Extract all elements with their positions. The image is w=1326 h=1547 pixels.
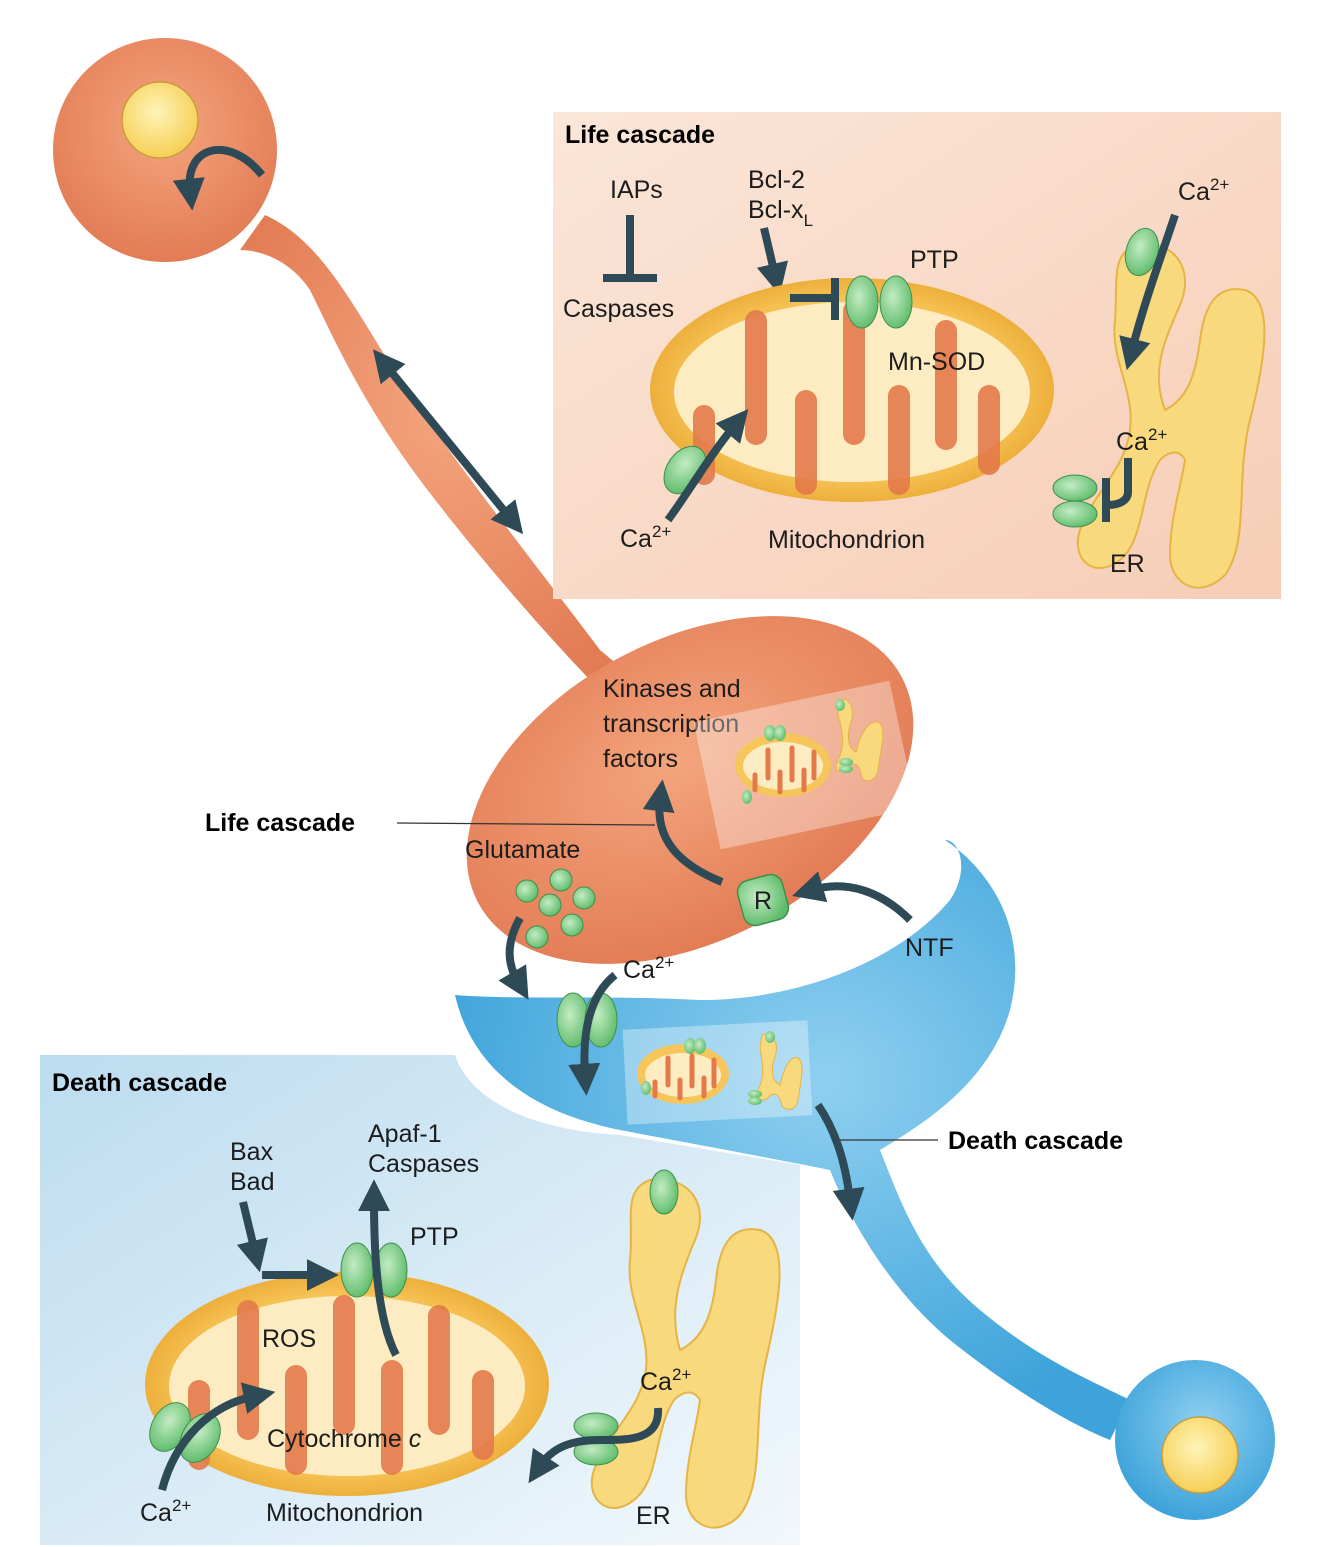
glutamate-vesicles bbox=[515, 868, 596, 949]
life-cascade-panel: Life cascade IAPs Caspases Bcl-2 Bcl-xL bbox=[553, 112, 1281, 599]
life-er-inhibit bbox=[1102, 458, 1132, 522]
life-nucleus bbox=[121, 81, 199, 159]
ntf-arrow bbox=[792, 871, 913, 923]
death-ptp-label: PTP bbox=[410, 1223, 459, 1251]
life-cascade-leader bbox=[396, 822, 656, 826]
life-mito-ca-label: Ca2+ bbox=[620, 522, 671, 553]
death-nucleus bbox=[1161, 1416, 1239, 1494]
cytochrome-label: Cytochrome c bbox=[267, 1425, 422, 1453]
life-ptp-label: PTP bbox=[910, 246, 959, 274]
receptor-label: R bbox=[754, 887, 772, 915]
bcl-arrow bbox=[756, 227, 789, 296]
death-mini-inset bbox=[622, 1020, 813, 1125]
kinases-line1: Kinases and bbox=[603, 675, 741, 703]
life-mito-ca-arrow bbox=[664, 409, 749, 523]
synapse-ca-arrow bbox=[568, 971, 618, 1096]
death-er-top-channel bbox=[649, 1169, 679, 1215]
cytochrome-release-arrow bbox=[358, 1179, 400, 1357]
bax-arrow bbox=[236, 1201, 268, 1273]
bcl-inhibit-ptp bbox=[790, 278, 839, 320]
ros-label: ROS bbox=[262, 1325, 316, 1353]
bad-label: Bad bbox=[230, 1168, 274, 1196]
ntf-label: NTF bbox=[905, 934, 954, 962]
glutamate-label: Glutamate bbox=[465, 836, 580, 864]
iaps-label: IAPs bbox=[610, 176, 663, 204]
life-er-ca-top-label: Ca2+ bbox=[1178, 175, 1229, 206]
bclxl-label: Bcl-xL bbox=[748, 196, 813, 230]
life-mini-inset bbox=[693, 680, 917, 850]
life-ptp-channel bbox=[845, 275, 913, 329]
death-er-label: ER bbox=[636, 1502, 671, 1530]
death-axon-arrow bbox=[814, 1102, 865, 1221]
mnsod-label: Mn-SOD bbox=[888, 348, 985, 376]
death-cascade-panel: Death cascade Bax Bad Apaf-1 Caspases bbox=[40, 1055, 800, 1545]
apaf1-label: Apaf-1 bbox=[368, 1120, 442, 1148]
death-panel-title: Death cascade bbox=[52, 1069, 227, 1097]
death-er-ca-label: Ca2+ bbox=[640, 1365, 691, 1396]
death-mito-ca-label: Ca2+ bbox=[140, 1496, 191, 1527]
iaps-inhibit-bar bbox=[603, 215, 657, 282]
axon-bidirectional-arrow bbox=[372, 349, 524, 535]
life-caspases-label: Caspases bbox=[563, 295, 674, 323]
life-cascade-callout: Life cascade bbox=[205, 809, 355, 837]
receptor bbox=[736, 873, 790, 927]
bcl2-label: Bcl-2 bbox=[748, 166, 805, 194]
death-mitochondrion bbox=[145, 1272, 549, 1496]
synapse-ca-label: Ca2+ bbox=[623, 953, 674, 984]
receptor-to-kinase-arrow bbox=[642, 779, 724, 886]
life-panel-title: Life cascade bbox=[565, 121, 715, 149]
glutamate-release-arrow bbox=[498, 916, 529, 1000]
life-er-side-channel bbox=[1052, 474, 1098, 528]
life-mito-label: Mitochondrion bbox=[768, 526, 925, 554]
life-er-ca-inner-label: Ca2+ bbox=[1116, 425, 1167, 456]
life-er-ca-arrow bbox=[1119, 213, 1179, 371]
kinases-line2: transcription bbox=[603, 710, 739, 738]
kinases-line3: factors bbox=[603, 745, 678, 773]
death-mito-ca-arrow bbox=[158, 1382, 276, 1492]
death-ptp-channel bbox=[340, 1242, 408, 1298]
life-mitochondrion bbox=[650, 278, 1054, 502]
life-er-label: ER bbox=[1110, 550, 1145, 578]
death-cascade-callout: Death cascade bbox=[948, 1127, 1123, 1155]
nucleus-curved-arrow bbox=[172, 145, 266, 211]
death-er-ca-arrow bbox=[528, 1407, 663, 1484]
death-caspases-label: Caspases bbox=[368, 1150, 479, 1178]
bax-label: Bax bbox=[230, 1138, 274, 1166]
death-mito-label: Mitochondrion bbox=[266, 1499, 423, 1527]
